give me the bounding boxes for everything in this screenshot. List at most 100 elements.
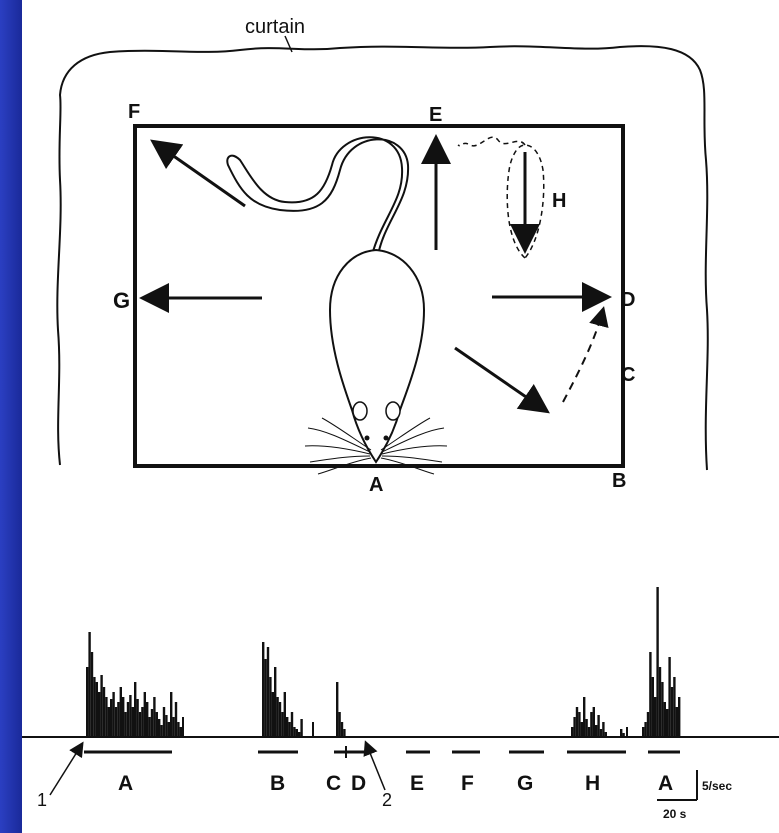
spike-bar — [107, 707, 110, 737]
arena-box — [133, 124, 625, 468]
spike-bar — [165, 715, 168, 737]
spike-bar — [269, 677, 272, 737]
spike-bar — [124, 712, 127, 737]
spike-bar — [271, 692, 274, 737]
curtain-outline — [56, 45, 709, 471]
spike-bar — [575, 707, 579, 737]
spike-bar — [281, 712, 284, 737]
spike-bar — [602, 722, 605, 737]
label-A: A — [369, 474, 383, 496]
spike-bar — [177, 722, 180, 737]
spike-bar — [114, 707, 118, 737]
spike-bar — [262, 642, 265, 737]
mouse-eye-left — [364, 435, 370, 441]
spike-bar — [136, 699, 139, 737]
spike-bar — [112, 692, 115, 737]
spike-bar — [626, 727, 628, 737]
spike-bar — [288, 722, 291, 737]
spike-bar — [153, 697, 156, 737]
arrow-dashed-C-to-D — [562, 306, 609, 403]
spike-bar — [264, 659, 267, 737]
spike-bar — [666, 709, 669, 737]
spike-bar — [88, 632, 91, 737]
curtain-label: curtain — [245, 16, 305, 38]
spike-bar — [663, 702, 666, 737]
spike-bar — [658, 667, 662, 737]
spike-bar — [95, 682, 98, 737]
spike-bar — [276, 697, 279, 737]
mouse-whiskers — [304, 417, 448, 475]
spike-bar — [167, 722, 170, 737]
spike-bar — [98, 692, 101, 737]
spike-bar — [182, 717, 184, 737]
spike-bar — [93, 677, 96, 737]
spike-bar — [620, 729, 623, 737]
mouse-ear-right — [385, 401, 401, 421]
spike-bar — [597, 715, 600, 737]
spike-bar — [143, 692, 146, 737]
segment-label-D: D — [351, 772, 366, 795]
spike-bar — [146, 702, 149, 737]
spike-bar — [293, 727, 296, 737]
spike-bar — [172, 717, 175, 737]
spike-bar — [595, 725, 598, 737]
spike-bar — [119, 687, 122, 737]
spike-bar — [646, 712, 650, 737]
segment-label-E: E — [410, 772, 424, 795]
spike-bar — [336, 682, 339, 737]
curtain-pointer — [284, 35, 293, 53]
spike-bar — [100, 675, 103, 737]
segment-label-F: F — [461, 772, 474, 795]
scale-time-label: 20 s — [663, 807, 687, 821]
spike-bar — [86, 667, 89, 737]
marker-1-label: 1 — [37, 790, 47, 810]
label-E: E — [429, 104, 442, 126]
spike-bar — [126, 702, 130, 737]
spike-bar — [571, 727, 574, 737]
marker-2-label: 2 — [382, 790, 392, 810]
spike-bar — [283, 692, 286, 737]
spike-bar — [160, 725, 163, 737]
segment-label-B: B — [270, 772, 285, 795]
marker-1-arrow — [49, 741, 84, 796]
spike-bar — [585, 719, 588, 737]
spike-bar — [661, 682, 664, 737]
spike-bar — [583, 697, 586, 737]
spike-bar — [155, 712, 158, 737]
spike-bar — [580, 722, 583, 737]
spike-bar — [340, 722, 344, 737]
segment-label-A1: A — [118, 772, 133, 795]
spike-bar — [673, 677, 676, 737]
arrow-to-C — [454, 346, 550, 414]
spike-bar — [649, 652, 652, 737]
spike-bar — [274, 667, 277, 737]
spike-bar — [300, 719, 303, 737]
spike-bar — [651, 677, 654, 737]
spike-bar — [298, 732, 301, 737]
spike-bar — [592, 707, 595, 737]
spike-bar — [678, 697, 681, 737]
spike-bar — [170, 692, 173, 737]
spike-bar — [654, 697, 657, 737]
spike-bar — [312, 722, 314, 737]
spike-bar — [117, 702, 120, 737]
spike-bar — [290, 712, 294, 737]
spike-bar — [131, 707, 134, 737]
spike-bar — [134, 682, 137, 737]
spike-bar — [604, 732, 607, 737]
label-D: D — [621, 289, 635, 311]
segment-label-C: C — [326, 772, 341, 795]
spike-bar — [622, 733, 625, 737]
mouse-eye-right — [383, 435, 389, 441]
spike-bar — [578, 712, 581, 737]
spike-bar — [179, 727, 182, 737]
label-C: C — [621, 364, 635, 386]
spike-bar — [122, 697, 125, 737]
spike-bar — [573, 717, 576, 737]
arrow-to-F — [150, 139, 246, 208]
scale-rate-label: 5/sec — [702, 779, 732, 793]
label-B: B — [612, 470, 626, 492]
spike-bar — [162, 707, 166, 737]
mouse-H-dashed-outline — [506, 144, 545, 260]
